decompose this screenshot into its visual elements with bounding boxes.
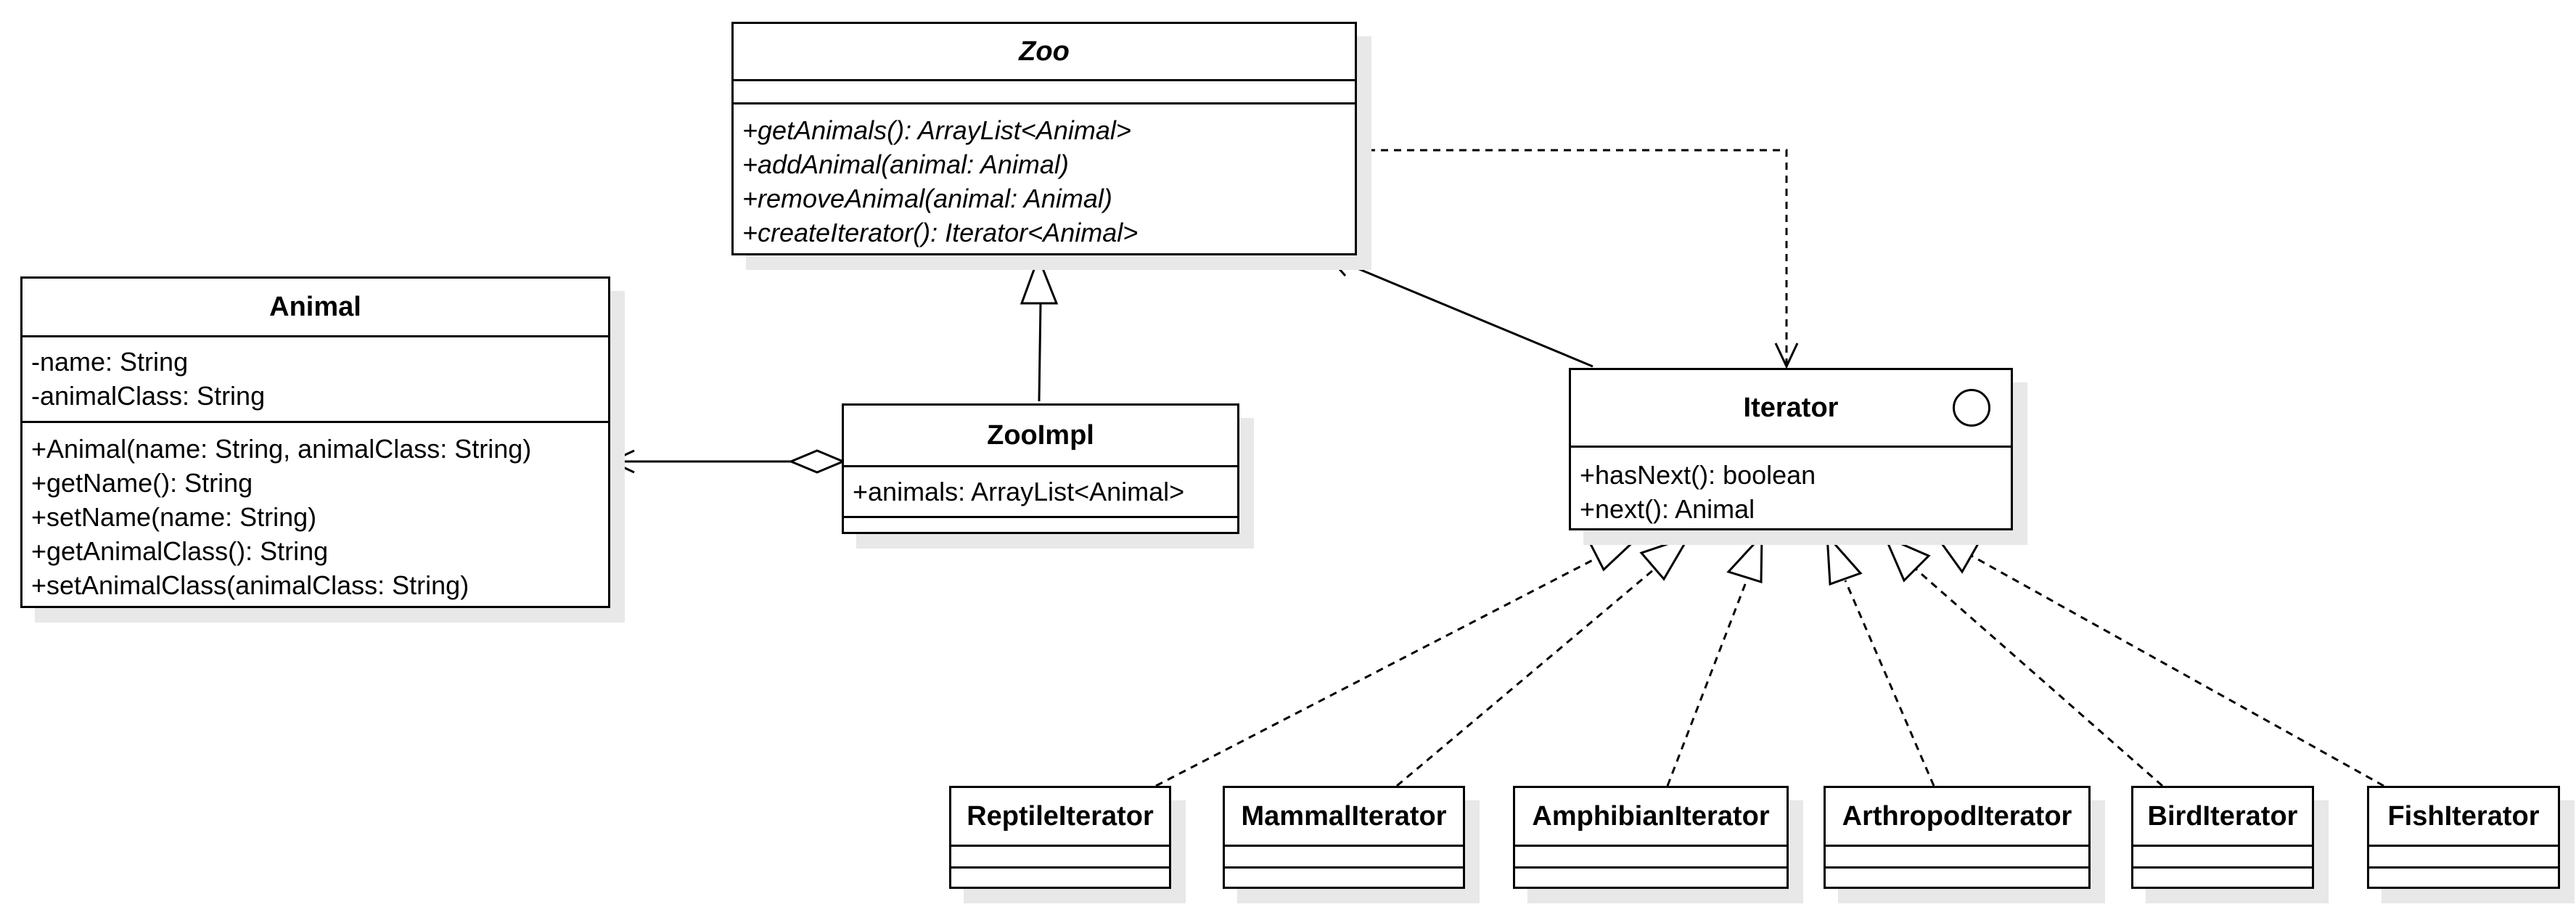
class-fish-iterator-methods xyxy=(2369,866,2558,869)
edge-bird-iterator-arrowhead xyxy=(1883,535,1931,583)
class-zooimpl[interactable]: ZooImpl +animals: ArrayList<Animal> xyxy=(842,403,1239,534)
edge-zooimpl-zoo-arrowhead xyxy=(1020,254,1059,305)
class-animal-name: Animal xyxy=(269,291,361,322)
edge-aggregation-diamond xyxy=(788,449,846,474)
edge-zoo-iterator-dependency xyxy=(1355,149,1788,366)
class-reptile-iterator-methods xyxy=(951,866,1169,869)
class-bird-iterator-methods xyxy=(2133,866,2312,869)
class-animal-method: +Animal(name: String, animalClass: Strin… xyxy=(31,434,532,464)
edge-zoo-iterator-arrowhead xyxy=(1774,342,1799,369)
class-zooimpl-methods xyxy=(844,516,1237,518)
class-reptile-iterator-name: ReptileIterator xyxy=(967,800,1154,832)
class-zoo-name: Zoo xyxy=(1019,36,1070,67)
class-animal-method: +setAnimalClass(animalClass: String) xyxy=(31,570,469,600)
interface-circle-icon xyxy=(1953,389,1990,427)
class-amphibian-iterator-methods xyxy=(1515,866,1787,869)
class-animal[interactable]: Animal -name: String -animalClass: Strin… xyxy=(20,276,610,608)
class-animal-method: +getName(): String xyxy=(31,468,253,498)
class-arthropod-iterator-attributes xyxy=(1826,845,2088,866)
class-animal-attributes: -name: String -animalClass: String xyxy=(22,335,608,421)
edge-arthropod-iterator-arrowhead xyxy=(1826,532,1863,586)
edge-iterator-zoo xyxy=(1327,255,1593,368)
class-zoo-method: +removeAnimal(animal: Animal) xyxy=(742,184,1112,213)
interface-iterator-method: +next(): Animal xyxy=(1580,494,1755,524)
class-bird-iterator-name: BirdIterator xyxy=(2147,800,2298,832)
edge-reptile-iterator xyxy=(1155,550,1610,787)
class-fish-iterator-name: FishIterator xyxy=(2387,800,2540,832)
class-zooimpl-attributes: +animals: ArrayList<Animal> xyxy=(844,465,1237,516)
edge-mammal-iterator-arrowhead xyxy=(1639,535,1691,581)
class-bird-iterator[interactable]: BirdIterator xyxy=(2131,786,2314,889)
edge-zooimpl-zoo xyxy=(1038,303,1042,402)
class-amphibian-iterator-name: AmphibianIterator xyxy=(1532,800,1770,832)
class-reptile-iterator[interactable]: ReptileIterator xyxy=(949,786,1171,889)
class-arthropod-iterator-methods xyxy=(1826,866,2088,869)
edge-arthropod-iterator xyxy=(1844,580,1935,787)
class-zoo-methods: +getAnimals(): ArrayList<Animal> +addAni… xyxy=(734,102,1355,250)
edge-fish-iterator xyxy=(1971,554,2384,787)
class-amphibian-iterator-attributes xyxy=(1515,845,1787,866)
interface-iterator[interactable]: Iterator +hasNext(): boolean +next(): An… xyxy=(1569,368,2013,530)
class-arthropod-iterator-name: ArthropodIterator xyxy=(1842,800,2072,832)
class-bird-iterator-attributes xyxy=(2133,845,2312,866)
class-animal-attribute: -animalClass: String xyxy=(31,381,266,411)
edge-amphibian-iterator-arrowhead xyxy=(1726,533,1763,584)
class-reptile-iterator-attributes xyxy=(951,845,1169,866)
edge-iterator-zoo-arrowhead xyxy=(1325,254,1355,276)
edge-amphibian-iterator xyxy=(1666,580,1748,787)
class-mammal-iterator-attributes xyxy=(1225,845,1463,866)
class-animal-methods: +Animal(name: String, animalClass: Strin… xyxy=(22,421,608,602)
class-animal-method: +getAnimalClass(): String xyxy=(31,536,329,566)
class-zooimpl-attribute: +animals: ArrayList<Animal> xyxy=(853,477,1185,506)
class-animal-attribute: -name: String xyxy=(31,347,189,377)
edge-reptile-iterator-arrowhead xyxy=(1586,535,1641,572)
class-animal-method: +setName(name: String) xyxy=(31,502,317,532)
class-zoo[interactable]: Zoo +getAnimals(): ArrayList<Animal> +ad… xyxy=(731,22,1357,255)
class-amphibian-iterator[interactable]: AmphibianIterator xyxy=(1513,786,1789,889)
class-arthropod-iterator[interactable]: ArthropodIterator xyxy=(1824,786,2091,889)
class-mammal-iterator-name: MammalIterator xyxy=(1241,800,1447,832)
interface-iterator-methods: +hasNext(): boolean +next(): Animal xyxy=(1571,446,2011,526)
edge-fish-iterator-arrowhead xyxy=(1933,534,1982,574)
class-zoo-attributes xyxy=(734,79,1355,102)
interface-iterator-method: +hasNext(): boolean xyxy=(1580,460,1816,490)
class-fish-iterator-attributes xyxy=(2369,845,2558,866)
edge-aggregation-arrowhead xyxy=(608,449,635,474)
class-fish-iterator[interactable]: FishIterator xyxy=(2367,786,2560,889)
edge-mammal-iterator xyxy=(1396,565,1659,787)
class-zoo-method: +addAnimal(animal: Animal) xyxy=(742,149,1069,179)
class-zooimpl-name: ZooImpl xyxy=(987,419,1094,451)
interface-iterator-name: Iterator xyxy=(1743,392,1839,423)
class-zoo-method: +getAnimals(): ArrayList<Animal> xyxy=(742,115,1131,145)
class-mammal-iterator[interactable]: MammalIterator xyxy=(1223,786,1465,889)
class-mammal-iterator-methods xyxy=(1225,866,1463,869)
class-zoo-method: +createIterator(): Iterator<Animal> xyxy=(742,218,1139,247)
edge-bird-iterator xyxy=(1916,568,2163,787)
